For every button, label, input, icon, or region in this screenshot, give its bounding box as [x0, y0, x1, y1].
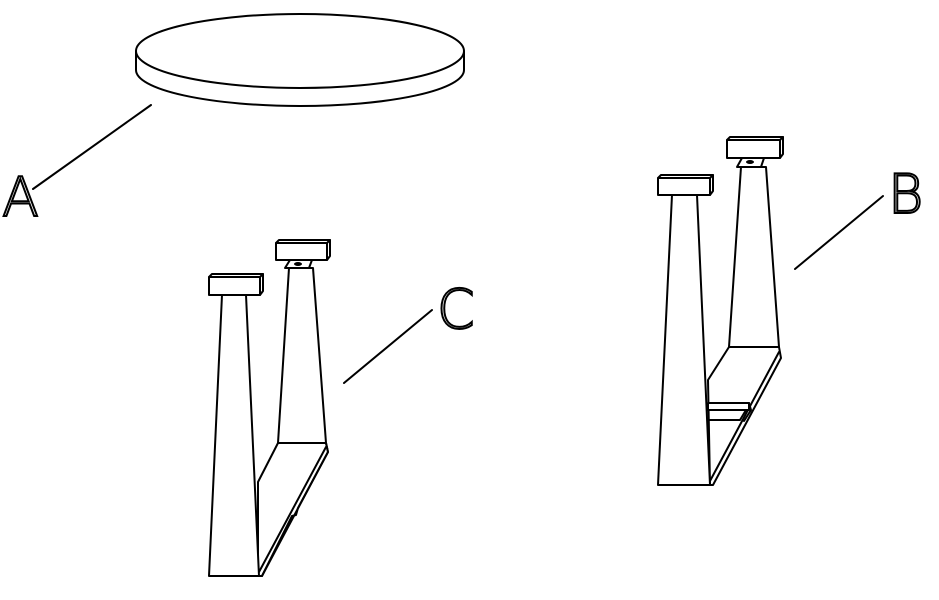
label-a: A: [2, 166, 39, 229]
part-c-leg-frame: [208, 239, 331, 577]
part-b-leg-frame: [657, 136, 784, 486]
part-a-tabletop: [135, 13, 465, 107]
label-b: B: [888, 163, 923, 226]
leader-line-b: [794, 195, 884, 270]
label-c: C: [437, 278, 475, 341]
leader-line-c: [343, 309, 433, 384]
leader-line-a: [32, 104, 152, 190]
